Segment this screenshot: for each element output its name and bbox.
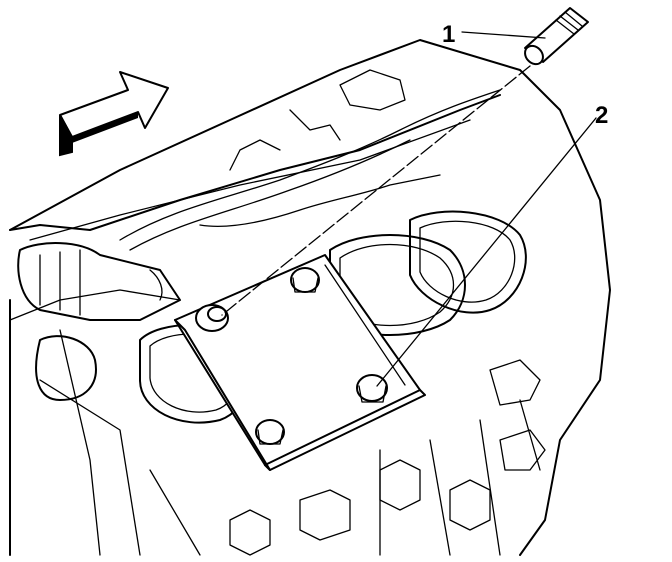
cover-plate [174,254,426,471]
plate-bolt-callout [356,374,388,403]
leader-lines [221,31,597,387]
callout-label-1: 1 [442,21,455,48]
plate-bolt-lower [255,419,285,445]
callout-label-2: 2 [595,102,608,129]
dowel-pin [524,7,589,66]
direction-arrow [59,71,169,157]
plate-bolt-upper [290,267,320,293]
dowel-hole [195,304,229,332]
